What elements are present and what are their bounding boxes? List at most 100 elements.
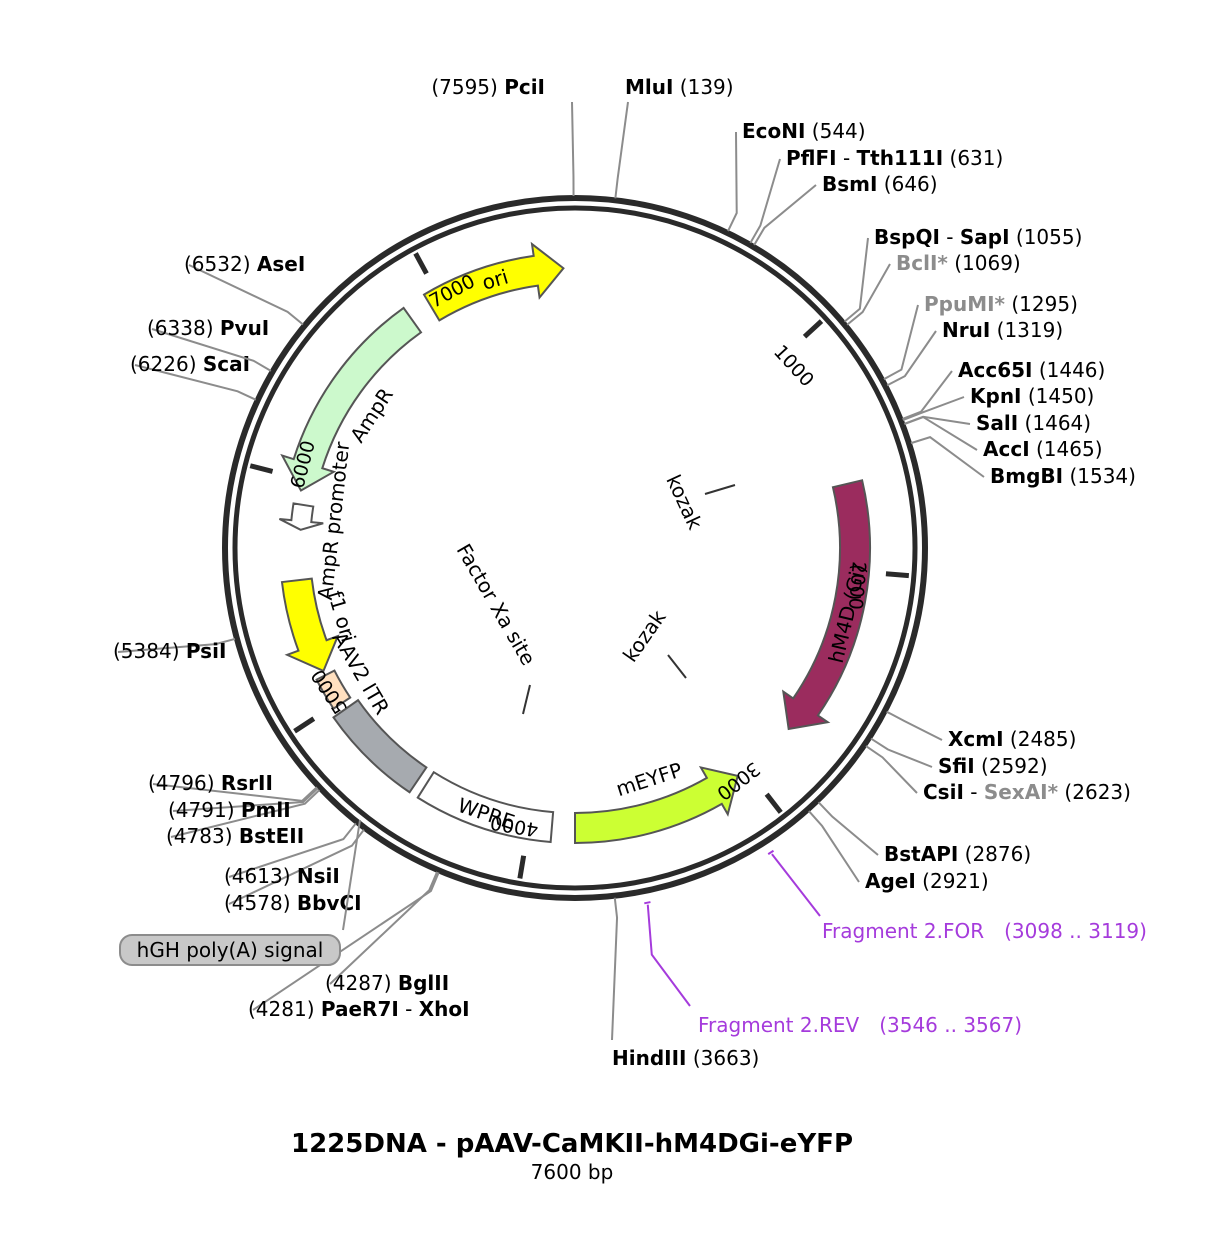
site-bglii-leader [329,871,438,985]
site-asei-leader [188,264,304,326]
site-paer7i-label: (4281) PaeR7I - XhoI [248,997,470,1021]
site-bglii-label: (4287) BglII [325,971,449,995]
primer-name: Fragment 2.REV [698,1013,860,1037]
site-econi-leader [727,131,738,232]
site-mlui-leader [614,101,629,199]
tick-7000 [413,252,429,275]
site-hindiii-leader [611,897,619,1041]
feature-ampr-arrow [280,306,423,492]
site-acc65i-label: Acc65I (1446) [958,358,1105,382]
feature-f1-ori-arrow [280,577,340,673]
site-rsrii-label: (4796) RsrII [148,771,273,795]
site-name: BmgBI [990,464,1063,488]
site-sali-label: SalI (1464) [976,411,1091,435]
site-pflfi-label: PflFI - Tth111I (631) [786,146,1003,170]
site-ppumi-leader [883,304,919,381]
site-nrui-label: NruI (1319) [942,318,1063,342]
site-position: (631) [943,146,1003,170]
site-mlui-label: MluI (139) [625,75,734,99]
primer-fragment-2-for-mark [767,849,775,855]
site-position: (4796) [148,771,221,795]
tick-label-1000: 1000 [769,341,818,391]
primer-fragment-2-for-leader [771,853,821,917]
site-bsteii-label: (4783) BstEII [166,824,304,848]
site-name: BclI* [896,251,948,275]
site-position: (4783) [166,824,239,848]
site-position: (4287) [325,971,398,995]
site-position: (1534) [1063,464,1136,488]
site-sfii-label: SfiI (2592) [938,754,1048,778]
site-position: (6532) [184,252,257,276]
primer-fragment-2-rev-mark [644,901,651,905]
primer-fragment-2-for-label: Fragment 2.FOR(3098 .. 3119) [822,919,1147,943]
site-separator: - [940,225,960,249]
site-separator: - [399,997,419,1021]
site-econi-label: EcoNI (544) [742,119,866,143]
site-agei-label: AgeI (2921) [865,869,989,893]
site-name: NsiI [297,864,340,888]
tick-1000 [802,319,824,339]
site-position: (3663) [686,1046,759,1070]
hgh-polya-callout: hGH poly(A) signal [119,819,361,966]
site-name: EcoNI [742,119,805,143]
feature-aav2-itr-arrow [315,669,352,711]
plasmid-title: 1225DNA - pAAV-CaMKII-hM4DGi-eYFP [291,1129,853,1159]
site-ppumi-label: PpuMI* (1295) [924,292,1078,316]
site-position: (4281) [248,997,321,1021]
site-bmgbi-label: BmgBI (1534) [990,464,1136,488]
plasmid-length: 7600 bp [531,1160,614,1184]
site-bsteii-leader [170,789,321,838]
site-name-2: SapI [960,225,1010,249]
site-name: BglII [398,971,449,995]
site-kpni-label: KpnI (1450) [970,384,1094,408]
site-name: AseI [257,252,305,276]
site-position: (646) [877,172,937,196]
site-position: (4578) [224,891,297,915]
site-sfii-leader [870,737,933,768]
feature-hgh-poly-a-signal-arrow [332,698,428,794]
site-name: BstEII [239,824,304,848]
tick-4000 [517,855,527,879]
site-bstapi-leader [817,801,879,856]
backbone-inner-ring [232,205,918,891]
site-hindiii-label: HindIII (3663) [612,1046,759,1070]
site-asei-label: (6532) AseI [184,252,305,276]
tick-2000 [885,571,910,579]
site-position: (544) [805,119,865,143]
site-nrui-leader [886,330,937,387]
feature-ampr-promoter-arrow [278,502,324,531]
primer-fragment-2-rev-leader [646,904,691,1007]
site-bbvci-label: (4578) BbvCI [224,891,362,915]
site-position: (1295) [1005,292,1078,316]
restriction-sites: (7595) PciI MluI (139) EcoNI (544) PflFI - … [113,75,1136,1070]
site-csii-leader [865,745,918,794]
site-position: (5384) [113,639,186,663]
backbone-outer-ring [222,195,928,901]
inner-kozak-label: kozak [661,471,707,534]
site-position: (139) [673,75,733,99]
site-acci-label: AccI (1465) [983,437,1103,461]
inner-kozak-tick [704,484,736,495]
hgh-polya-label: hGH poly(A) signal [137,938,324,962]
site-position: (6338) [147,316,220,340]
site-scai-leader [134,364,257,401]
tick-label-2000: 2000 [844,561,870,611]
inner-kozak-tick [667,654,687,679]
backbone [222,195,928,901]
site-name: ScaI [203,352,250,376]
feature-hm4d-gi-arrow [781,479,871,731]
inner-factor-xa-site-label: Factor Xa site [452,540,541,670]
site-name: SfiI [938,754,975,778]
site-xcmi-leader [886,710,943,741]
site-bbvci-leader [228,829,365,905]
site-position: (1319) [990,318,1063,342]
site-psii-label: (5384) PsiI [113,639,226,663]
site-name: AccI [983,437,1030,461]
site-name: AgeI [865,869,916,893]
feature-ori-arrow [422,241,565,322]
site-pcii-label: (7595) PciI [431,75,545,99]
